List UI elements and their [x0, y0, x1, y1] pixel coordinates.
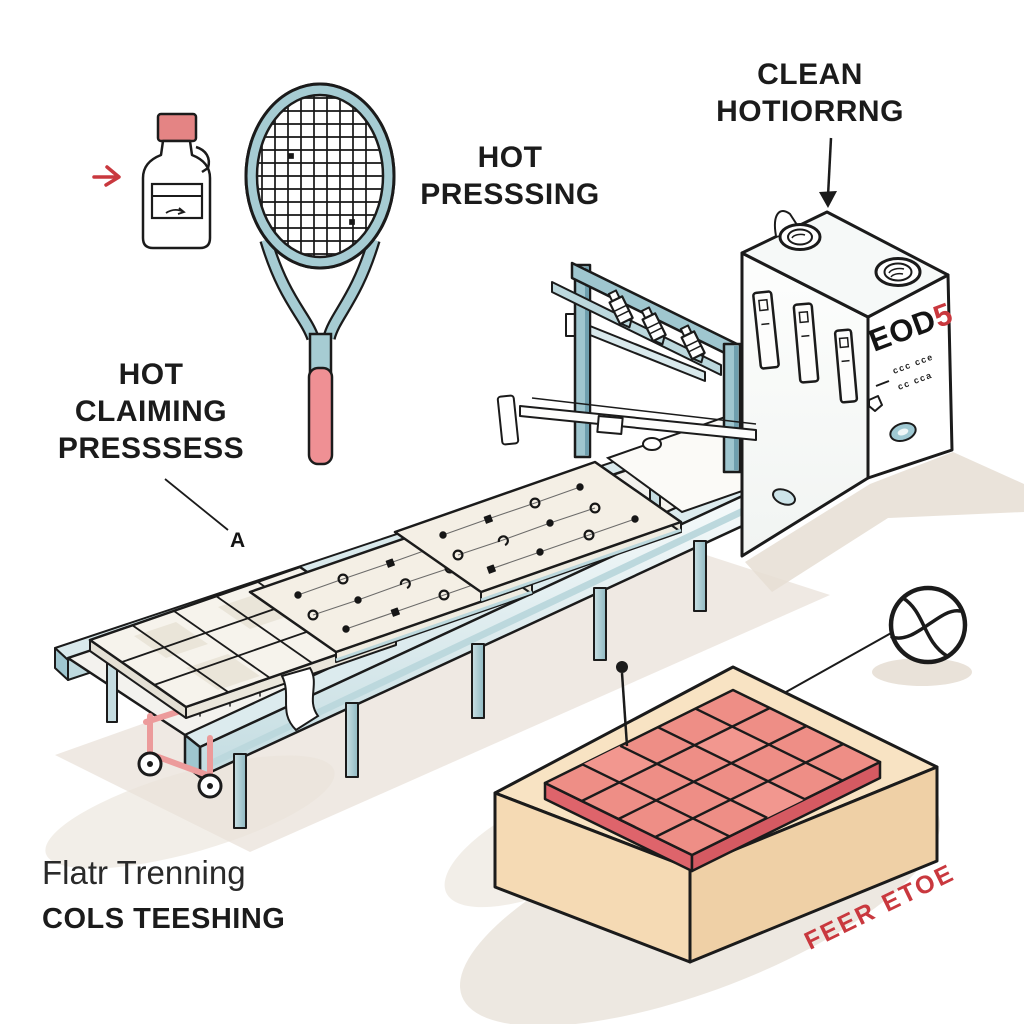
press-gantry — [496, 261, 757, 474]
machine-shadow — [745, 452, 1024, 592]
label-line: PRESSSING — [420, 178, 600, 212]
label-line: COLS TEESHING — [42, 902, 286, 935]
ball-shadow — [872, 658, 972, 686]
die-plate-2 — [792, 302, 820, 384]
clamp-1 — [607, 289, 634, 329]
clamp-2 — [640, 306, 667, 346]
label-line: CLEAN — [757, 58, 863, 91]
parts-tray-2 — [393, 460, 683, 603]
cart-wheel-1 — [137, 751, 163, 777]
cleaning-bottle-icon — [141, 112, 212, 250]
pointer-arrow-icon — [819, 137, 837, 208]
slab-grid-lines — [581, 706, 844, 839]
bottle-label-mark — [165, 207, 186, 215]
wire-paths — [442, 486, 636, 570]
grid-tray-shaded-cells — [134, 593, 292, 690]
carriage-block — [596, 414, 624, 436]
mold-block — [493, 631, 939, 964]
label-line: HOTIORRNG — [716, 95, 904, 129]
die-plate-3 — [833, 328, 859, 404]
label-line: CLAIMING — [74, 395, 228, 429]
fabric-sheet — [280, 666, 320, 732]
document-icon — [868, 395, 883, 412]
bottle-label — [150, 182, 204, 220]
small-parts — [439, 483, 639, 574]
label-line: PRESSSESS — [57, 432, 245, 466]
label-cold-testing: Flatr Trenning COLS TEESHING — [42, 853, 362, 938]
actuator-arm — [519, 405, 757, 441]
marker-a-label: A — [230, 529, 245, 552]
clamp-leader-line — [164, 478, 229, 531]
racket-frame — [246, 84, 394, 268]
label-line: HOT — [477, 141, 543, 174]
conveyor-leg-far-1 — [106, 661, 118, 723]
vent-cap-2 — [874, 257, 922, 287]
flow-arrow-icon — [92, 165, 121, 187]
racket-throat-left — [261, 238, 318, 340]
ball-leader-line — [785, 631, 894, 693]
bottle-cap — [156, 112, 198, 143]
mold-base-right-face — [688, 765, 939, 964]
label-clean-hotiorrng: CLEAN HOTIORRNG — [690, 56, 930, 130]
pin-marker-line — [620, 672, 629, 747]
tray-accent — [480, 528, 682, 602]
pin-marker-dot — [616, 661, 628, 673]
hanging-clamps — [607, 289, 706, 364]
conveyor-leg-5 — [693, 540, 707, 612]
side-button — [772, 488, 796, 506]
power-button — [889, 421, 917, 443]
conveyor-leg-2 — [345, 702, 359, 778]
cart-wheel-2 — [197, 773, 223, 799]
tennis-ball-icon — [888, 585, 968, 665]
far-rail-endcap — [54, 647, 69, 681]
conveyor-leg-4 — [593, 587, 607, 661]
clamp-3 — [679, 324, 706, 364]
tennis-racket-icon — [244, 82, 396, 466]
racket-shaft — [308, 332, 333, 374]
label-hot-pressing: HOT PRESSSING — [388, 139, 632, 213]
wire-paths — [297, 546, 491, 630]
label-hot-claiming-presssess: HOT CLAIMING PRESSSESS — [30, 356, 272, 468]
racket-throat-right — [324, 238, 379, 340]
conveyor-leg-3 — [471, 643, 485, 719]
roller — [642, 437, 662, 451]
panel-dash — [875, 380, 890, 387]
label-line: Flatr Trenning — [42, 854, 246, 891]
bottle-spout — [195, 145, 211, 174]
cart-shadow — [45, 755, 335, 869]
racket-handle — [307, 366, 334, 466]
guide-rail-line — [531, 397, 757, 425]
label-line: HOT — [118, 358, 184, 391]
tray-accent — [335, 590, 533, 662]
press-dies — [752, 290, 859, 404]
vent-cap-1 — [778, 223, 822, 251]
conveyor-leg-1 — [233, 753, 247, 829]
side-bracket — [496, 394, 520, 446]
die-plate-1 — [752, 290, 780, 370]
